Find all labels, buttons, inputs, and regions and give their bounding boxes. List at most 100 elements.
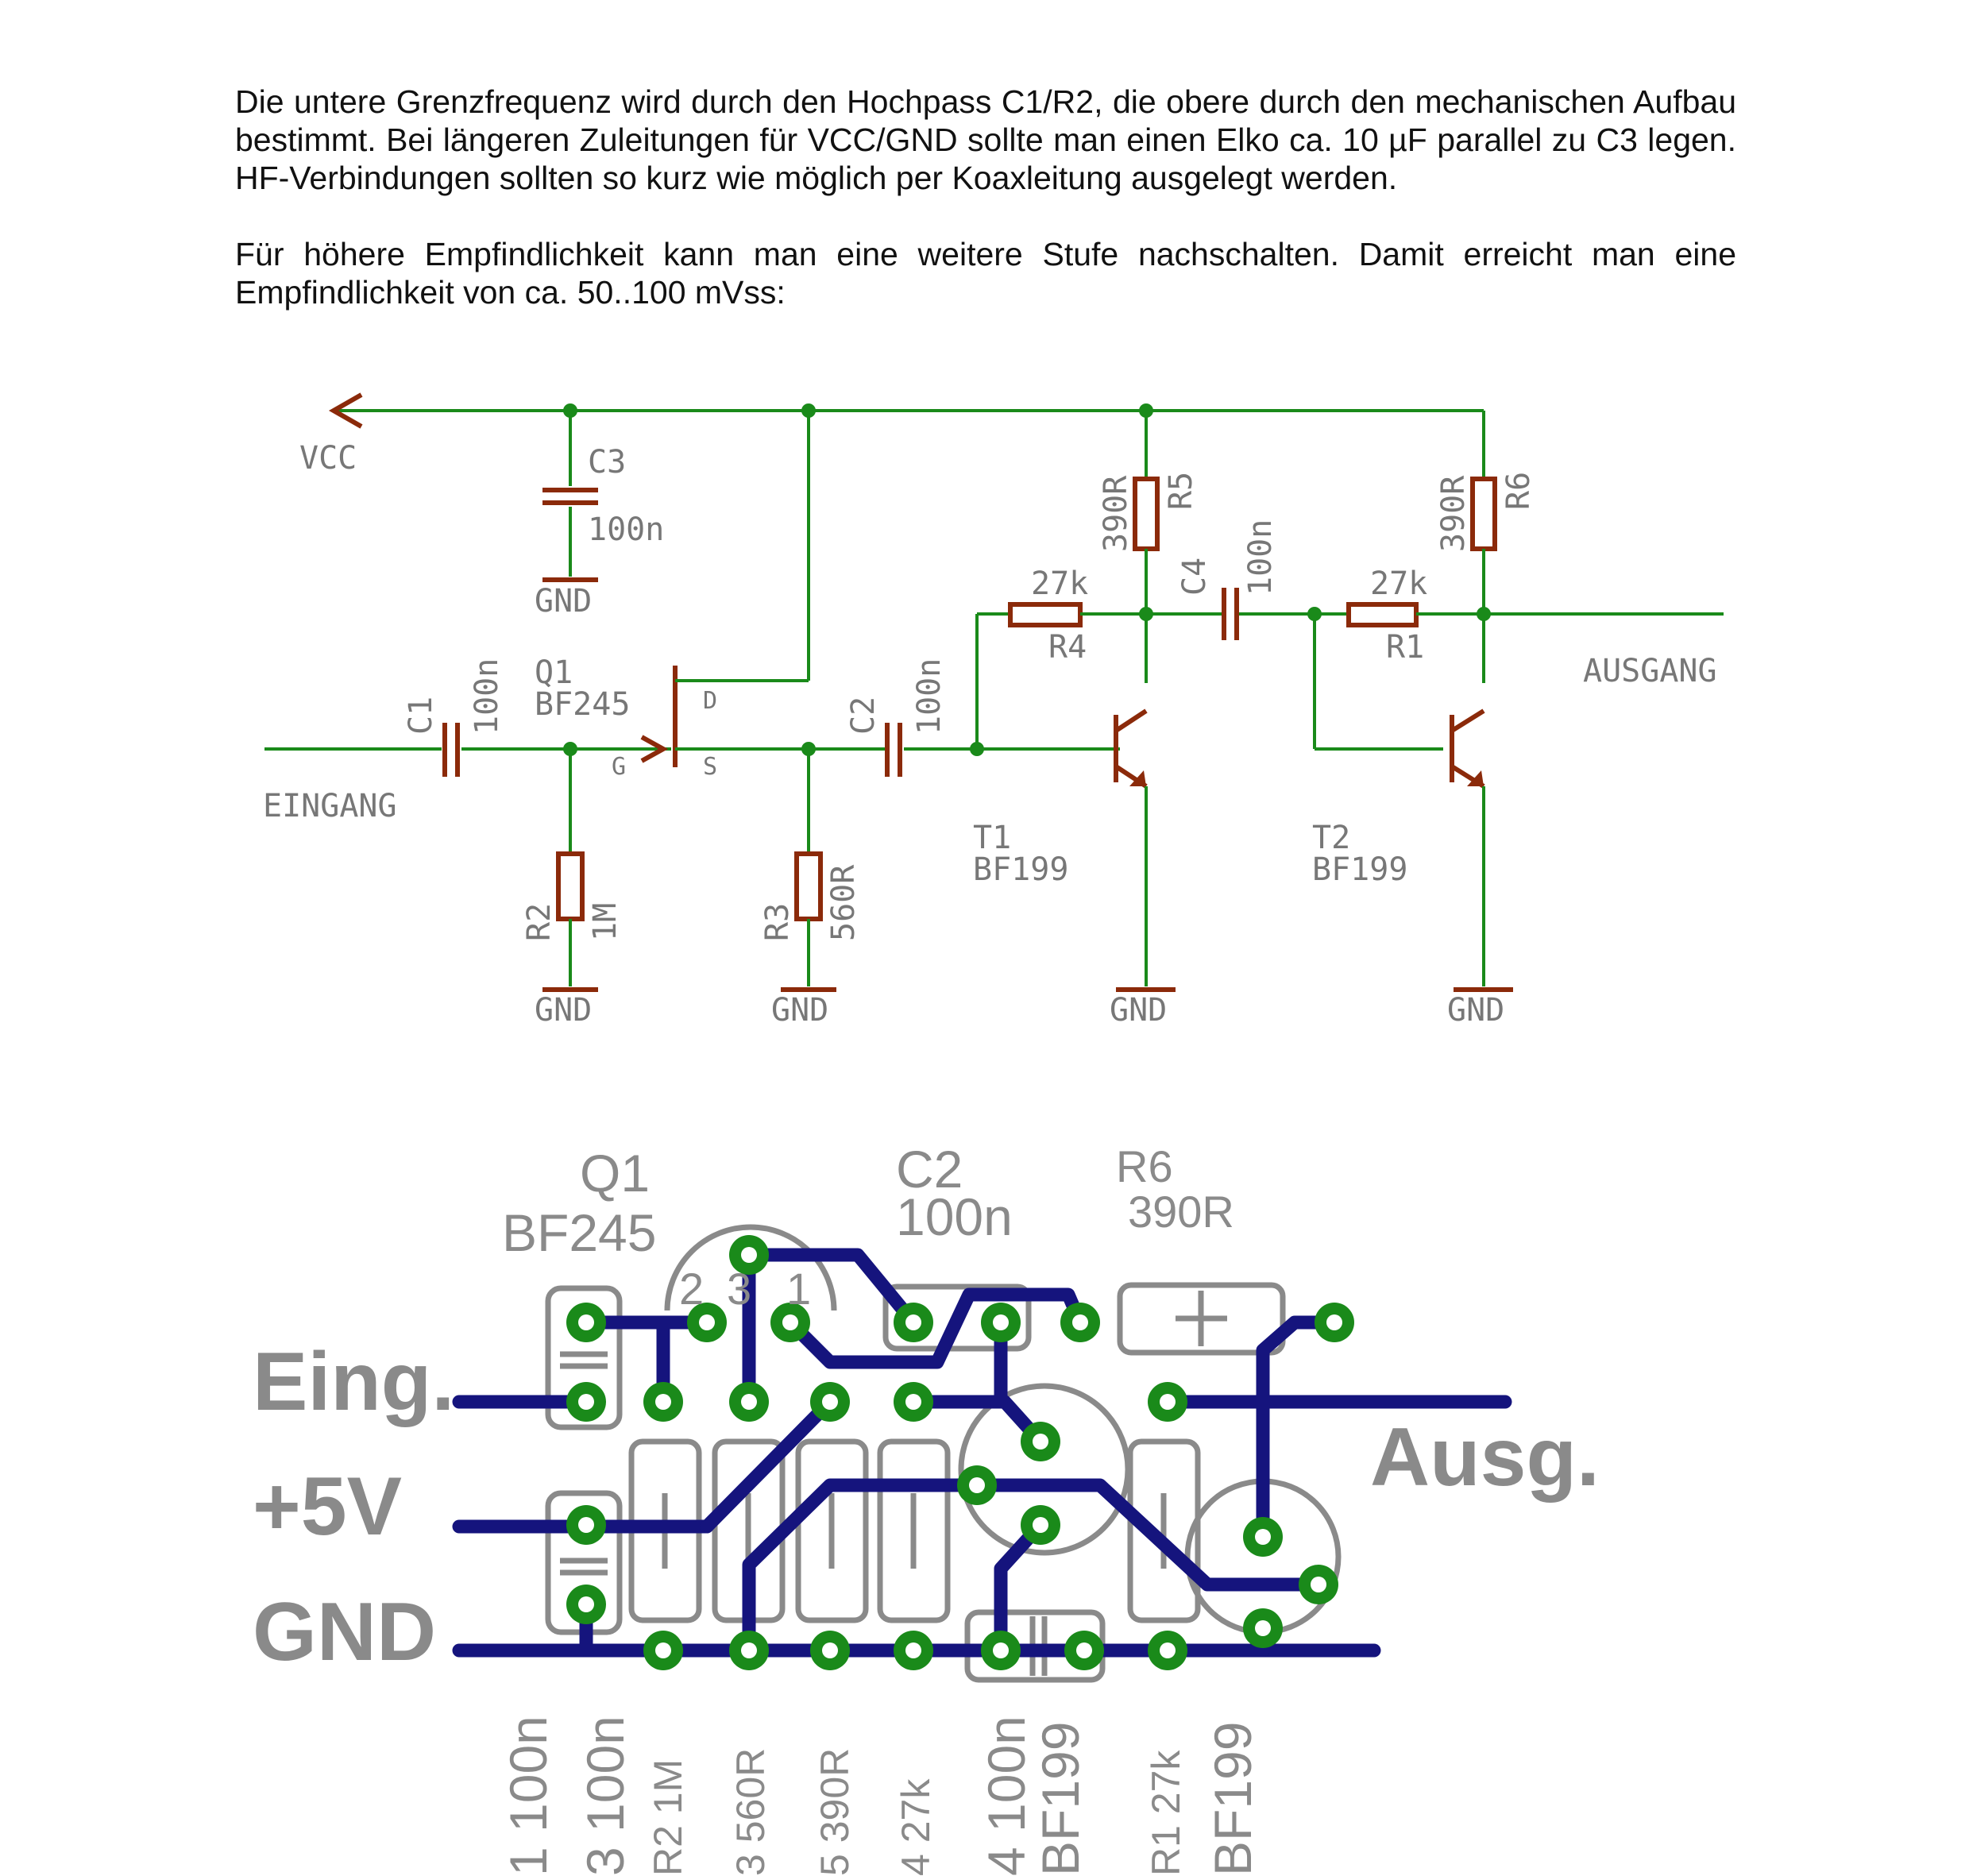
gnd-label-c3: GND <box>535 583 592 620</box>
transistor-t2 <box>1450 708 1513 992</box>
pad <box>770 1303 810 1342</box>
pcb-bottom-label: R1 27k <box>1144 1750 1188 1876</box>
resistor-r3 <box>781 749 836 992</box>
c1-name: C1 <box>403 697 439 735</box>
resistor-r1 <box>1313 602 1724 751</box>
output-label: AUSGANG <box>1583 653 1717 689</box>
pad <box>957 1465 997 1505</box>
pad <box>566 1585 606 1624</box>
r3-value: 560R <box>825 864 862 941</box>
pad <box>1315 1303 1354 1342</box>
t1-name: T1 <box>973 820 1011 856</box>
pcb-bottom-label: 5 390R <box>813 1748 857 1876</box>
pad <box>1243 1608 1283 1648</box>
c3-name: C3 <box>588 444 626 481</box>
t2-type: BF199 <box>1312 851 1407 888</box>
junction-dots <box>563 403 1491 756</box>
c2-name: C2 <box>845 697 882 735</box>
resistor-r2 <box>542 749 598 992</box>
pad <box>729 1631 769 1670</box>
q1-pin-g: G <box>612 753 626 781</box>
c3-value: 100n <box>588 511 664 548</box>
pcb-bottom-label: 4 100n <box>977 1716 1036 1876</box>
capacitor-c3 <box>542 411 598 582</box>
pcb-ground-label: GND <box>253 1586 436 1678</box>
t1-type: BF199 <box>973 851 1068 888</box>
c2-value: 100n <box>911 658 948 735</box>
t2-name: T2 <box>1312 820 1350 856</box>
pcb-output-label: Ausg. <box>1370 1411 1600 1504</box>
pcb-bottom-label: 3 560R <box>728 1748 773 1876</box>
q1-type: BF245 <box>535 686 630 723</box>
r1-name: R1 <box>1386 629 1424 666</box>
vcc-rail <box>328 392 1484 429</box>
r2-value: 1M <box>587 903 624 941</box>
pad <box>894 1303 933 1342</box>
pad <box>981 1631 1021 1670</box>
pad <box>1299 1565 1338 1604</box>
r6-name: R6 <box>1500 472 1537 510</box>
r4-name: R4 <box>1048 629 1087 666</box>
pcb-bottom-label: 1 100n <box>499 1716 558 1876</box>
pcb-q1-pin: 3 <box>727 1264 751 1314</box>
pad <box>894 1631 933 1670</box>
pad <box>729 1382 769 1422</box>
pcb-bottom-label: 3 100n <box>576 1716 635 1876</box>
pcb-q1-pin: 1 <box>786 1264 811 1314</box>
pad <box>729 1235 769 1275</box>
pcb-q1-pin: 2 <box>679 1264 704 1314</box>
pad <box>687 1303 727 1342</box>
pcb-silkscreen <box>545 1224 1342 1683</box>
pcb-bottom-label: BF199 <box>1031 1722 1090 1876</box>
vcc-label: VCC <box>299 440 357 477</box>
pcb-input-label: Eing. <box>253 1336 454 1428</box>
pad <box>566 1505 606 1545</box>
gnd-label-t2: GND <box>1447 992 1504 1029</box>
gnd-label-r3: GND <box>771 992 828 1029</box>
pad <box>894 1382 933 1422</box>
pcb-bottom-label: BF199 <box>1203 1722 1262 1876</box>
pcb-bottom-label: 4 27k <box>894 1778 938 1876</box>
pad <box>810 1631 850 1670</box>
r1-value: 27k <box>1370 566 1427 602</box>
jfet-q1 <box>640 411 886 767</box>
pad <box>1148 1631 1187 1670</box>
pcb-q1-name: Q1 <box>580 1144 650 1202</box>
input-label: EINGANG <box>263 788 397 824</box>
c4-name: C4 <box>1176 558 1213 596</box>
pad <box>1064 1631 1104 1670</box>
pad <box>643 1382 683 1422</box>
transistor-t1 <box>1114 708 1176 992</box>
pad <box>643 1631 683 1670</box>
pad <box>1060 1303 1100 1342</box>
pcb-pads <box>566 1235 1354 1670</box>
pad <box>1243 1517 1283 1557</box>
pad <box>1021 1422 1060 1461</box>
pad <box>566 1382 606 1422</box>
r5-name: R5 <box>1163 472 1199 510</box>
c1-value: 100n <box>469 658 505 735</box>
q1-pin-d: D <box>703 687 717 715</box>
pad <box>1148 1382 1187 1422</box>
resistor-r4 <box>975 602 1146 749</box>
pcb-supply-label: +5V <box>253 1461 402 1553</box>
pad <box>566 1303 606 1342</box>
pcb-c2-value: 100n <box>896 1187 1013 1246</box>
pad <box>981 1303 1021 1342</box>
pcb-q1-type: BF245 <box>502 1203 656 1262</box>
r2-name: R2 <box>521 903 558 941</box>
r5-value: 390R <box>1098 475 1134 552</box>
pcb-r6-name: R6 <box>1116 1141 1173 1191</box>
c4-value: 100n <box>1242 519 1279 596</box>
schematic-diagram: VCC C3 100n GND EINGANG C1 100n R2 1M GN… <box>263 392 1724 1029</box>
q1-pin-s: S <box>703 753 717 781</box>
pcb-r6-value: 390R <box>1128 1187 1234 1237</box>
pcb-c2-name: C2 <box>896 1140 963 1199</box>
q1-name: Q1 <box>535 654 573 691</box>
capacitor-c2 <box>885 723 1120 777</box>
capacitor-c4 <box>1146 588 1349 640</box>
pad <box>810 1382 850 1422</box>
second-stage-paragraph: Für höhere Empfindlichkeit kann man eine… <box>235 236 1736 311</box>
gnd-label-t1: GND <box>1110 992 1167 1029</box>
